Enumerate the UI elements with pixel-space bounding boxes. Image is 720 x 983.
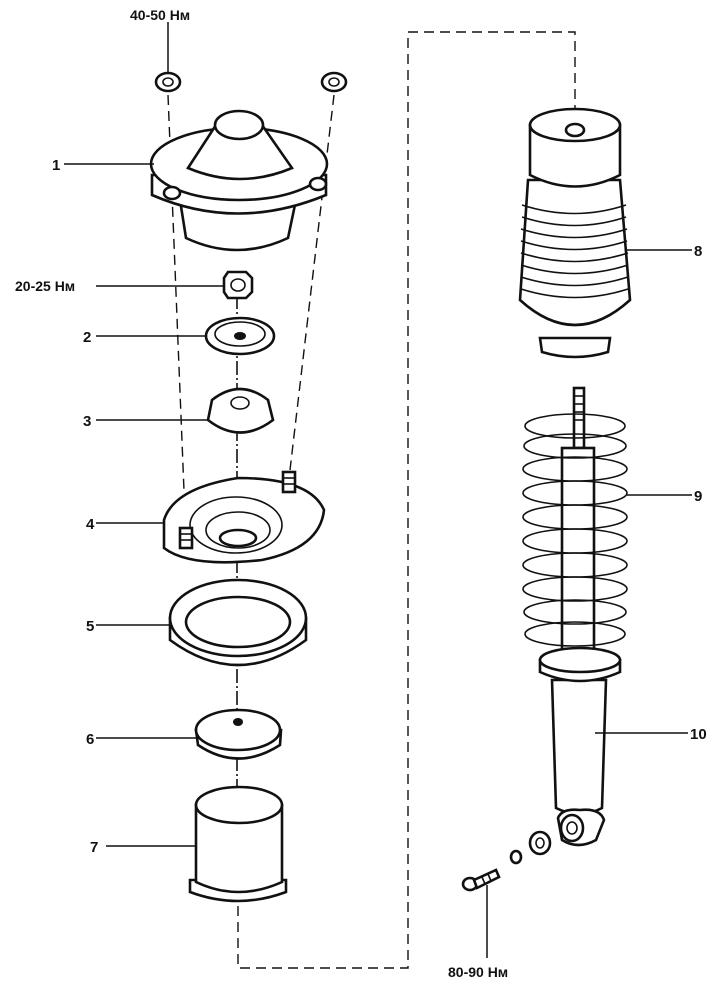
plate-stud-right: [281, 470, 297, 494]
callout-6: 6: [86, 731, 94, 748]
rod-nut: [222, 270, 254, 300]
callout-5: 5: [86, 618, 94, 635]
lower-washer: [528, 830, 552, 856]
callout-1: 1: [52, 157, 60, 174]
callout-10: 10: [690, 726, 707, 743]
callout-7: 7: [90, 839, 98, 856]
callout-8: 8: [694, 243, 702, 260]
boot-folds: [520, 204, 629, 299]
callout-3: 3: [83, 413, 91, 430]
part-8-protective-boot: [518, 107, 632, 359]
connection-route: [237, 31, 576, 969]
part-6-insulator: [194, 708, 283, 760]
torque-rod-nut: 20-25 Нм: [15, 278, 75, 294]
part-3-buffer-cup: [206, 387, 275, 434]
lower-nut: [509, 849, 523, 865]
callout-leaders: [64, 163, 692, 847]
lower-bolt: [461, 868, 501, 892]
part-4-support-plate: [162, 470, 326, 564]
part-5-bearing-ring: [168, 578, 308, 667]
part-10-shock-absorber: [538, 386, 622, 847]
callout-4: 4: [86, 516, 95, 533]
left-stud-line: [167, 94, 187, 541]
torque-lower-bolt: 80-90 Нм: [448, 964, 508, 980]
plate-stud-left: [178, 526, 194, 550]
part-2-washer: [204, 316, 276, 356]
torque-top-nuts: 40-50 Нм: [130, 7, 190, 23]
callout-9: 9: [694, 488, 702, 505]
top-nut-right: [320, 71, 348, 93]
top-nut-left: [154, 71, 182, 93]
part-7-protective-cap: [188, 785, 288, 903]
callout-2: 2: [83, 329, 91, 346]
part-9-coil-spring: [522, 413, 628, 647]
part-1-upper-support: [149, 109, 329, 252]
